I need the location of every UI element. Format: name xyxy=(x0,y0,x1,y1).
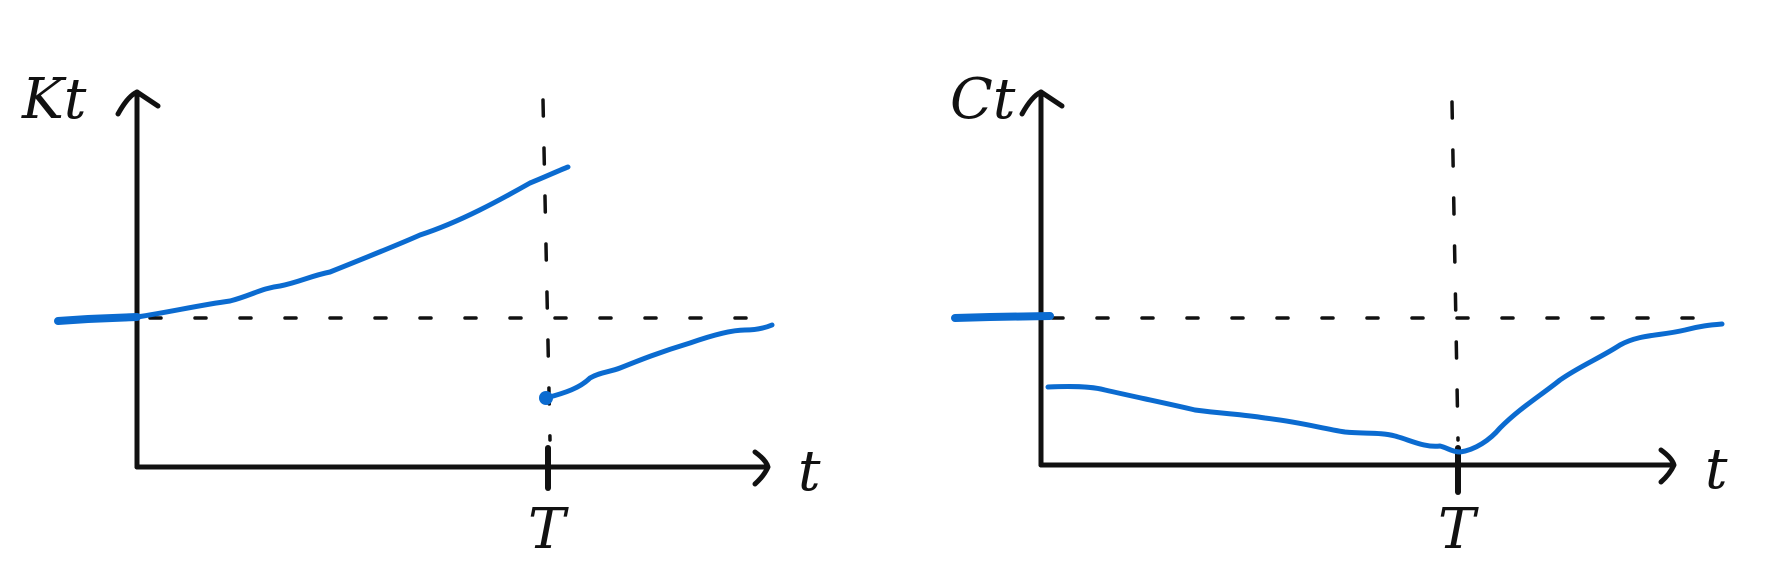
panel-capital: Kt t T xyxy=(21,67,821,562)
y-axis-label-consumption: Ct xyxy=(950,67,1016,132)
capital-initial-level xyxy=(54,313,141,325)
panel-consumption: Ct t T xyxy=(950,67,1728,562)
x-axis-label-consumption: t xyxy=(1705,437,1728,502)
time-t-label-consumption: T xyxy=(1438,497,1479,562)
x-axis-label-capital: t xyxy=(798,439,821,504)
y-axis-arrowhead-capital xyxy=(115,89,161,117)
consumption-path xyxy=(1045,321,1725,455)
capital-path-before-t xyxy=(134,164,571,320)
x-axis-arrowhead-consumption xyxy=(1658,447,1677,485)
capital-path-after-t xyxy=(543,322,775,401)
time-t-line-consumption xyxy=(1450,100,1460,442)
time-t-label-capital: T xyxy=(528,497,569,562)
consumption-initial-level xyxy=(951,312,1054,322)
y-axis-arrowhead-consumption xyxy=(1019,89,1065,117)
x-axis-arrowhead-capital xyxy=(752,449,771,487)
y-axis-label-capital: Kt xyxy=(21,67,87,132)
time-t-line-capital xyxy=(541,98,552,442)
